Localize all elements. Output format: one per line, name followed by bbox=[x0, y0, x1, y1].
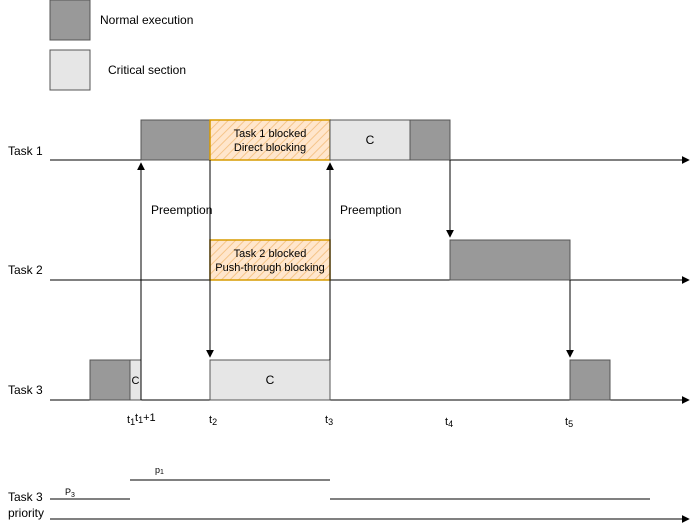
time-label-t1-plus-1: t1+1 bbox=[135, 412, 156, 425]
time-label-t4: t4 bbox=[445, 416, 453, 429]
task2-blocked-text-2: Push-through blocking bbox=[215, 262, 324, 274]
task3-label: Task 3 bbox=[8, 383, 43, 397]
priority-p1-label: p1 bbox=[155, 465, 164, 476]
time-label-t5: t5 bbox=[565, 416, 573, 429]
task2-normal-block bbox=[449, 239, 571, 281]
task3-critical-block-2 bbox=[209, 359, 331, 401]
task1-normal-block-1 bbox=[140, 119, 211, 161]
preemption-label-1: Preemption bbox=[151, 203, 212, 217]
legend-critical-label: Critical section bbox=[108, 63, 186, 77]
time-label-t2: t2 bbox=[209, 414, 217, 427]
legend-critical-swatch bbox=[49, 49, 91, 91]
task2-blocked-block bbox=[209, 239, 331, 281]
task3-normal-block-1 bbox=[89, 359, 131, 401]
task1-critical-mark: C bbox=[366, 133, 375, 147]
task2-blocked-text-1: Task 2 blocked bbox=[234, 248, 307, 260]
priority-p3-label: P3 bbox=[65, 487, 75, 499]
task3-critical-mark-1: C bbox=[132, 375, 140, 387]
time-label-t1: t1 bbox=[127, 414, 135, 427]
task3-critical-mark-2: C bbox=[266, 373, 275, 387]
task1-critical-block bbox=[329, 119, 411, 161]
legend-normal-label: Normal execution bbox=[100, 13, 193, 27]
time-label-t3: t3 bbox=[325, 414, 333, 427]
priority-label-line2: priority bbox=[8, 506, 44, 520]
task1-blocked-text-1: Task 1 blocked bbox=[234, 128, 307, 140]
task1-blocked-block bbox=[209, 119, 331, 161]
task3-normal-block-2 bbox=[569, 359, 611, 401]
preemption-label-2: Preemption bbox=[340, 203, 401, 217]
task1-normal-block-2 bbox=[409, 119, 451, 161]
task1-label: Task 1 bbox=[8, 144, 43, 158]
legend-normal-swatch bbox=[49, 0, 91, 41]
priority-label-line1: Task 3 bbox=[8, 490, 43, 504]
task1-blocked-text-2: Direct blocking bbox=[234, 142, 306, 154]
task2-label: Task 2 bbox=[8, 263, 43, 277]
